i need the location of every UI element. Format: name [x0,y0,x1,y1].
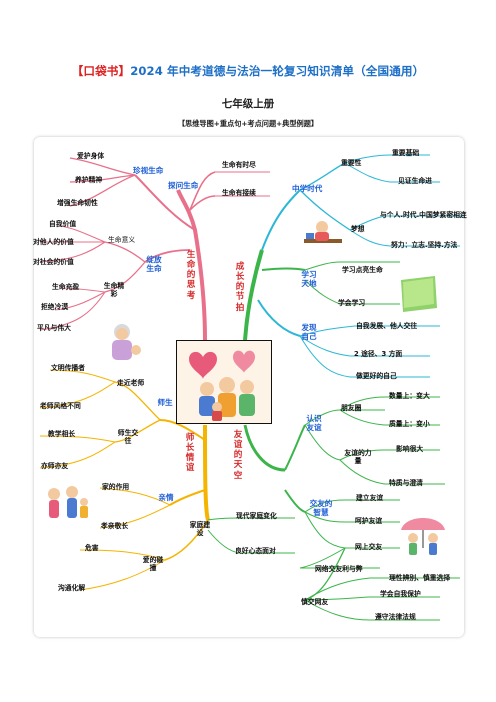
item-yishi-yiyou: 亦师亦友 [41,462,69,470]
label-shengming-jingcai: 生命精彩 [103,282,125,299]
item-jiaoxue-xiangzhang: 教学相长 [48,430,76,438]
label-youyi-liliang: 友谊的力量 [344,449,372,466]
branch-faxian-ziji: 发现自己 [301,323,317,342]
branch-qinqing: 亲情 [158,493,174,502]
bottom-left-vertical-label: 师长情谊 [185,433,195,474]
branch-xuexi-tiandi: 学习天地 [301,270,317,289]
item-wangshang-jiaoyou: 网上交友 [355,543,383,551]
green-book-illustration [401,276,437,312]
item-tujing-fangmian: 2 途径、3 方面 [354,350,403,358]
branch-zhongxue-shidai: 中学时代 [292,184,323,193]
item-hehu-youyi: 呵护友谊 [355,517,383,525]
item-zhongyao-jichu: 重要基础 [392,149,420,157]
item-lianghao-xintai: 良好心态面对 [235,547,276,555]
title-main: 2024 年中考道德与法治一轮复习知识清单（全国通用） [130,64,425,78]
family-walk-illustration [48,486,88,518]
center-left-vertical-label: 生命的思考 [186,250,196,301]
center-photo [176,340,272,424]
item-mengxiang-xianglian: 与个人.时代.中国梦紧密相连 [380,211,467,219]
item-ziwo-jiazhi: 自我价值 [49,220,77,228]
label-shisheng-jiaowang: 师生交往 [117,429,139,446]
item-aihu-shenti: 爱护身体 [77,152,105,160]
study-desk-illustration [304,221,342,243]
document-title: 【口袋书】2024 年中考道德与法治一轮复习知识清单（全国通用） [0,63,496,79]
umbrella-kids-illustration [401,518,445,555]
item-weihai: 危害 [85,544,99,552]
item-taren-jiazhi: 对他人的价值 [33,238,74,246]
item-goutong-huajie: 沟通化解 [58,584,86,592]
branch-tanwen-shengming: 探问生命 [168,181,199,190]
bottom-right-vertical-label: 友谊的天空 [233,430,243,481]
item-zhiliang-bianxiao: 质量上：变小 [389,420,430,428]
item-shuliang-bianda: 数量上：变大 [389,392,430,400]
item-xiandai-jiating: 现代家庭变化 [236,512,277,520]
item-wangluo-libi: 网络交友利与弊 [315,565,363,573]
item-yingxiang-henda: 影响很大 [396,445,424,453]
item-shengming-youshijin: 生命有时尽 [222,161,256,169]
item-zengqiang-renxing: 增强生命韧性 [57,199,98,207]
item-xiaoqin-jingzhang: 孝亲敬长 [101,522,129,530]
branch-jiaoyou-zhihui: 交友的智慧 [309,499,333,518]
item-shengming-youjiexu: 生命有接续 [222,189,256,197]
title-bracket: 【口袋书】 [71,64,131,78]
label-zoujin-laoshi: 走近老师 [117,379,145,387]
label-pengyouquan: 朋友圈 [341,404,362,412]
item-jianzheng-shengming: 见证生命进 [398,177,432,185]
item-laoshi-fengge: 老师风格不同 [40,402,81,410]
branch-zhanfang-shengming: 绽放生命 [146,255,162,274]
label-ai-pengzhuang: 爱的碰撞 [142,556,164,573]
center-right-vertical-label: 成长的节拍 [235,262,245,313]
tagline: 【思维导图+重点句+考点问题+典型例题】 [177,119,319,128]
item-ziwo-fazhan: 自我发展、他人交往 [356,322,418,330]
item-shengming-chongying: 生命充盈 [52,283,80,291]
grade-heading: 七年级上册 [221,98,275,110]
elder-illustration [112,324,141,360]
item-zuo-genghao: 做更好的自己 [356,372,397,380]
item-xuehui-xuexi: 学会学习 [338,299,366,307]
family-illustration [177,341,271,423]
item-wenming-chuanbo: 文明传播者 [51,364,85,372]
item-ziwo-baohu: 学会自我保护 [380,590,421,598]
label-mengxiang: 梦想 [351,225,365,233]
branch-shisheng: 师生 [157,398,173,407]
item-pingfan-weida: 平凡与伟大 [37,324,71,332]
label-shengming-yiyi: 生命意义 [108,236,136,244]
item-yanghu-jingshen: 养护精神 [75,176,103,184]
item-mengxiang-nuli: 努力：立志.坚持.方法 [391,241,458,249]
item-tezhi-chengqing: 特质与澄清 [389,479,423,487]
item-shehui-jiazhi: 对社会的价值 [33,258,74,266]
label-zhongyaoxing: 重要性 [341,159,362,167]
branch-renshi-youyi: 认识友谊 [306,414,322,433]
branch-zhenshi-shengming: 珍视生命 [133,166,164,175]
item-jia-zuoyong: 家的作用 [102,483,130,491]
label-shenjiao-wangyou: 慎交网友 [301,598,329,606]
branch-jiating-jianshe: 家庭建设 [189,521,211,538]
item-jianli-youyi: 建立友谊 [356,494,384,502]
item-lixing-bianbie: 理性辨别、慎重选择 [389,574,451,582]
item-zunshou-falv: 遵守法律法规 [375,613,416,621]
item-xuexi-dianliang: 学习点亮生命 [342,266,383,274]
item-jujue-lengmo: 拒绝冷漠 [41,303,69,311]
